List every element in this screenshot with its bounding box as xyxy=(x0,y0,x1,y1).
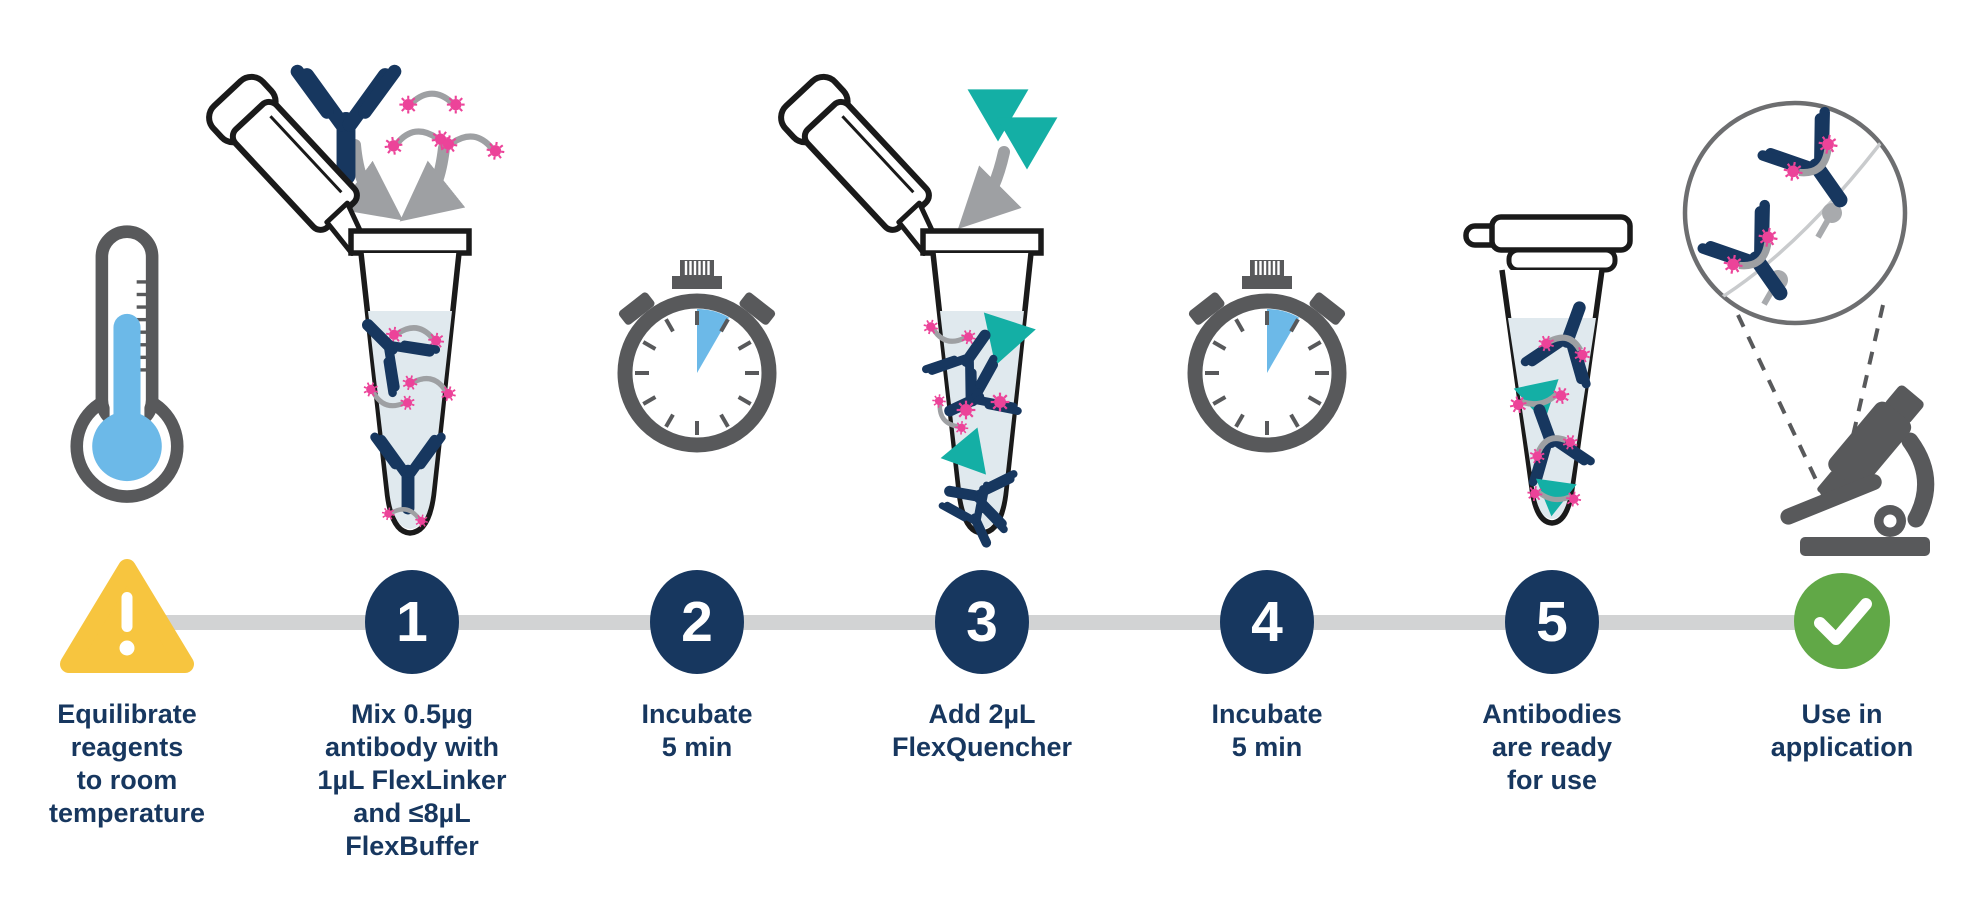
dye-icon xyxy=(955,399,977,421)
warning-icon xyxy=(60,559,194,673)
magnifier-circle xyxy=(1682,100,1908,326)
flexlinker-icon xyxy=(399,94,464,114)
pour-arrow-icon xyxy=(399,142,466,222)
tube-rim xyxy=(348,228,472,256)
microscope-magnified-view-icon xyxy=(1682,100,1935,556)
tube-cap-open xyxy=(778,73,940,257)
tube-cap-closed xyxy=(1489,214,1633,253)
closed-tube-labeled-antibodies-icon xyxy=(1463,214,1633,526)
stopwatch-icon xyxy=(597,253,797,473)
stopwatch-icon xyxy=(1167,253,1367,473)
pour-arrow-icon xyxy=(957,146,1022,230)
tube-cap-open xyxy=(206,73,368,257)
check-icon xyxy=(1794,573,1890,669)
step-marker-5: 5 xyxy=(1505,570,1599,674)
thermometer-ticks xyxy=(136,280,147,372)
dye-icon xyxy=(989,391,1011,413)
step-marker-3: 3 xyxy=(935,570,1029,674)
step-number: 5 xyxy=(1536,590,1568,654)
tube-neck xyxy=(1506,247,1618,273)
tube-liquid xyxy=(940,311,1024,529)
step-marker-1: 1 xyxy=(365,570,459,674)
zoom-line xyxy=(1736,314,1829,504)
tube-rim xyxy=(920,228,1044,256)
step-label-incubate-2: Incubate 5 min xyxy=(1211,699,1323,762)
thermometer-icon xyxy=(70,225,184,503)
step-label-ready: Antibodies are ready for use xyxy=(1482,699,1622,795)
microscope-icon xyxy=(1780,385,1935,556)
zoom-line xyxy=(1836,304,1885,502)
step-number: 2 xyxy=(681,590,713,654)
open-tube-antibody-linker-icon xyxy=(206,50,510,536)
step-number: 4 xyxy=(1251,590,1283,654)
pour-arrow-icon xyxy=(337,139,404,221)
open-tube-quencher-icon xyxy=(778,73,1058,545)
step-number: 1 xyxy=(396,590,428,654)
step-label-equilibrate: Equilibrate reagents to room temperature xyxy=(48,699,206,828)
step-label-mix: Mix 0.5µg antibody with 1µL FlexLinker a… xyxy=(317,699,507,861)
step-label-incubate-1: Incubate 5 min xyxy=(641,699,753,762)
step-number: 3 xyxy=(966,590,998,654)
thermometer-mercury xyxy=(113,313,141,435)
step-label-add-quencher: Add 2µL FlexQuencher xyxy=(891,699,1073,762)
step-marker-2: 2 xyxy=(650,570,744,674)
step-label-use: Use in application xyxy=(1770,699,1914,762)
step-marker-4: 4 xyxy=(1220,570,1314,674)
